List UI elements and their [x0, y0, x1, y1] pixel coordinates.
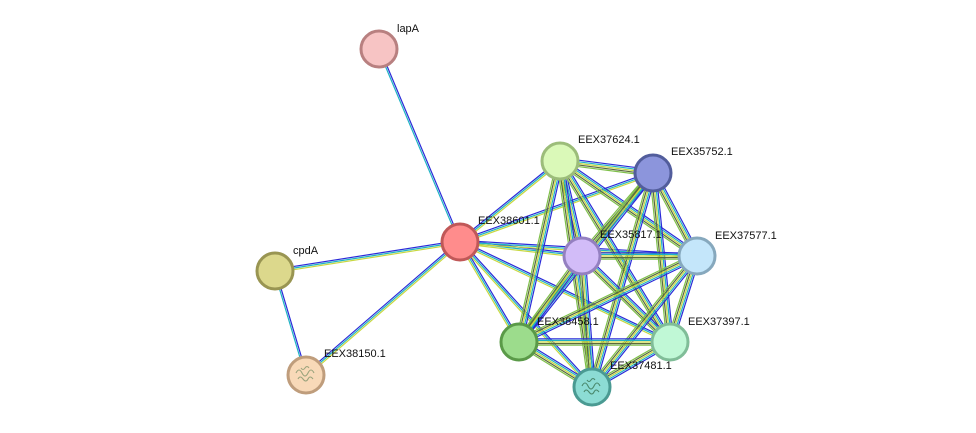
edge-EEX37624-1-EEX38458-1	[519, 161, 563, 343]
edge-EEX35752-1-EEX37481-1	[594, 173, 657, 389]
edge-EEX38150-1-EEX38601-1	[305, 241, 461, 376]
node-label-lapA: lapA	[397, 23, 420, 35]
edge-lapA-EEX38601-1	[377, 49, 460, 243]
edge-EEX35817-1-EEX37397-1	[581, 255, 671, 343]
edge-EEX38150-1-EEX38601-1	[306, 242, 462, 377]
edge-EEX38601-1-EEX37624-1	[460, 161, 562, 244]
edge-EEX37624-1-EEX37397-1	[562, 159, 674, 341]
edge-EEX38601-1-EEX35752-1	[459, 172, 654, 243]
edge-EEX37577-1-EEX38458-1	[517, 252, 696, 340]
node-circle-lapA[interactable]	[359, 29, 399, 69]
edge-EEX37577-1-EEX38458-1	[518, 255, 698, 343]
node-label-EEX35817-1: EEX35817.1	[600, 229, 662, 241]
node-label-EEX38150-1: EEX38150.1	[324, 348, 386, 360]
edge-EEX38601-1-EEX35752-1	[459, 170, 653, 242]
node-EEX35752-1[interactable]: EEX35752.1	[633, 146, 733, 193]
edge-cpdA-EEX38601-1	[274, 239, 460, 271]
edge-EEX35817-1-EEX37481-1	[581, 255, 593, 388]
edge-EEX38601-1-EEX37397-1	[460, 240, 671, 342]
edge-EEX37624-1-EEX38458-1	[516, 160, 560, 342]
node-circle-EEX35817-1[interactable]	[562, 236, 602, 276]
edge-EEX35817-1-EEX37481-1	[582, 255, 595, 387]
edge-EEX37577-1-EEX37481-1	[591, 255, 698, 388]
node-EEX37397-1[interactable]: EEX37397.1	[650, 316, 750, 362]
node-circle-EEX37481-1[interactable]	[572, 367, 612, 407]
node-EEX37481-1[interactable]: EEX37481.1	[572, 360, 672, 407]
edge-EEX37577-1-EEX38458-1	[518, 254, 697, 342]
edge-EEX38601-1-EEX35817-1	[459, 242, 582, 259]
node-circle-EEX38458-1[interactable]	[499, 322, 539, 362]
node-label-EEX37624-1: EEX37624.1	[578, 134, 640, 146]
node-EEX37624-1[interactable]: EEX37624.1	[540, 134, 640, 181]
edge-EEX38601-1-EEX37481-1	[459, 241, 593, 388]
edge-EEX38601-1-EEX37397-1	[459, 242, 670, 344]
edge-EEX35817-1-EEX37481-1	[579, 256, 592, 388]
edge-EEX37577-1-EEX37481-1	[590, 254, 697, 387]
edge-EEX35752-1-EEX37481-1	[591, 172, 654, 388]
edge-EEX38601-1-EEX37624-1	[458, 159, 560, 242]
node-EEX37577-1[interactable]: EEX37577.1	[677, 230, 777, 276]
node-label-EEX35752-1: EEX35752.1	[671, 146, 733, 158]
protein-structure-icon	[581, 377, 601, 395]
edge-EEX35817-1-EEX37397-1	[580, 256, 670, 344]
node-circle-EEX35752-1[interactable]	[633, 153, 673, 193]
edge-EEX38601-1-EEX35752-1	[460, 173, 654, 245]
node-circle-EEX37577-1[interactable]	[677, 236, 717, 276]
edge-EEX38601-1-EEX37397-1	[459, 241, 671, 343]
edge-EEX35752-1-EEX37481-1	[592, 173, 656, 388]
node-EEX35817-1[interactable]: EEX35817.1	[562, 229, 662, 276]
edge-EEX35817-1-EEX37397-1	[582, 254, 672, 342]
edge-lapA-EEX38601-1	[379, 48, 462, 242]
node-label-EEX38458-1: EEX38458.1	[537, 316, 599, 328]
edge-EEX37577-1-EEX37481-1	[594, 257, 700, 390]
node-circle-EEX37624-1[interactable]	[540, 141, 580, 181]
network-nodes: lapA EEX38601.1 cpdA EEX38150.1 EEX37624…	[255, 23, 777, 407]
node-circle-EEX37397-1[interactable]	[650, 322, 690, 362]
edge-EEX38150-1-EEX38601-1	[304, 240, 460, 375]
edge-EEX35817-1-EEX37397-1	[583, 253, 673, 341]
edge-cpdA-EEX38601-1	[275, 242, 461, 274]
edge-EEX35752-1-EEX37481-1	[589, 172, 653, 387]
node-circle-cpdA[interactable]	[255, 251, 295, 291]
edge-EEX37624-1-EEX38458-1	[515, 160, 558, 342]
node-label-EEX37397-1: EEX37397.1	[688, 316, 750, 328]
edge-cpdA-EEX38601-1	[274, 241, 461, 272]
node-circle-EEX38601-1[interactable]	[440, 222, 480, 262]
node-label-EEX37577-1: EEX37577.1	[715, 230, 777, 242]
protein-structure-icon	[295, 365, 315, 382]
node-EEX38601-1[interactable]: EEX38601.1	[440, 215, 540, 262]
node-label-cpdA: cpdA	[293, 245, 319, 257]
edge-EEX35817-1-EEX37481-1	[578, 256, 590, 388]
edge-EEX37577-1-EEX37481-1	[592, 256, 699, 389]
node-label-EEX38601-1: EEX38601.1	[478, 215, 540, 227]
edge-EEX37624-1-EEX38458-1	[521, 161, 564, 343]
edge-EEX35752-1-EEX37481-1	[588, 171, 651, 387]
edge-EEX37624-1-EEX38458-1	[518, 160, 561, 343]
edge-EEX38601-1-EEX37624-1	[459, 160, 561, 243]
edge-EEX37577-1-EEX38458-1	[520, 258, 699, 346]
node-lapA[interactable]: lapA	[359, 23, 420, 69]
edge-EEX35817-1-EEX37481-1	[584, 255, 596, 387]
edge-EEX37577-1-EEX38458-1	[519, 256, 698, 344]
node-EEX38458-1[interactable]: EEX38458.1	[499, 316, 599, 362]
node-label-EEX37481-1: EEX37481.1	[610, 360, 672, 372]
node-EEX38150-1[interactable]: EEX38150.1	[286, 348, 386, 395]
edge-EEX37577-1-EEX37481-1	[589, 253, 695, 386]
edge-EEX35817-1-EEX37397-1	[579, 257, 669, 345]
node-cpdA[interactable]: cpdA	[255, 245, 319, 291]
